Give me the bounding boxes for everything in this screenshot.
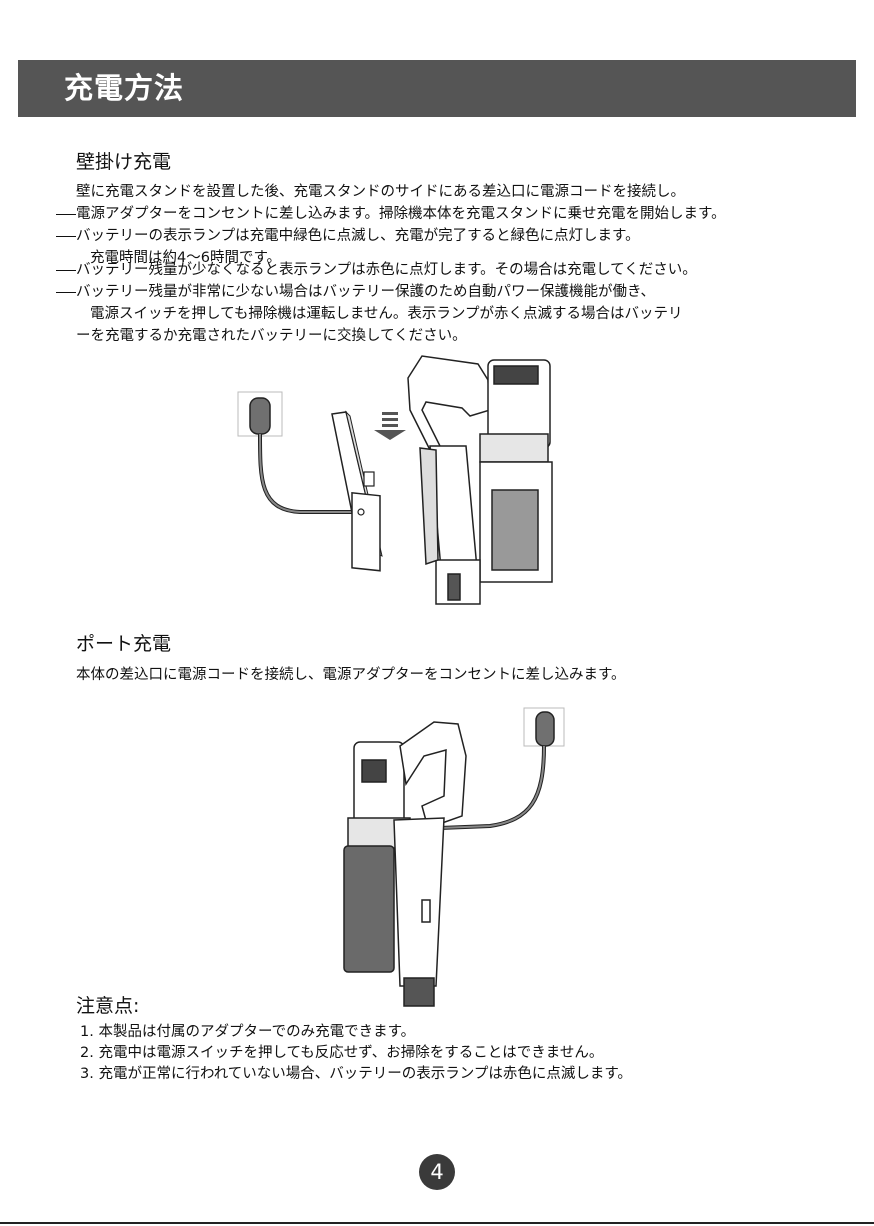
down-arrow-icon: [374, 412, 406, 440]
plug-icon: [249, 397, 271, 435]
wall-line-6: バッテリー残量が非常に少ない場合はバッテリー保護のため自動パワー保護機能が働き、: [76, 284, 655, 300]
bottom-divider: [0, 1222, 874, 1224]
port-charging-heading: ポート充電: [76, 633, 172, 655]
wall-mount-illustration: [237, 355, 553, 605]
wall-line-3: バッテリーの表示ランプは充電中緑色に点滅し、充電が完了すると緑色に点灯します。: [76, 228, 640, 244]
note-item-2: 2. 充電中は電源スイッチを押しても反応せず、お掃除をすることはできません。: [80, 1045, 604, 1061]
note-item-1: 1. 本製品は付属のアダプターでのみ充電できます。: [80, 1024, 416, 1040]
bullet-dash: [56, 236, 76, 237]
wall-charging-heading: 壁掛け充電: [76, 151, 172, 173]
wall-line-4: 充電時間は約4～6時間です。: [90, 250, 281, 266]
page-number: 4: [419, 1154, 455, 1190]
wall-line-5: バッテリー残量が少なくなると表示ランプは赤色に点灯します。その場合は充電してくだ…: [76, 262, 697, 278]
notes-heading: 注意点:: [76, 995, 140, 1017]
section-header-bar: 充電方法: [18, 60, 856, 117]
vacuum-cleaner-icon: [343, 721, 467, 1007]
wall-line-1: 壁に充電スタンドを設置した後、充電スタンドのサイドにある差込口に電源コードを接続…: [76, 184, 685, 200]
section-title: 充電方法: [64, 71, 185, 105]
wall-line-2: 電源アダプターをコンセントに差し込みます。掃除機本体を充電スタンドに乗せ充電を開…: [76, 206, 726, 222]
vacuum-cleaner-icon: [407, 355, 553, 605]
wall-line-7: 電源スイッチを押しても掃除機は運転しません。表示ランプが赤く点滅する場合はバッテ…: [90, 306, 683, 322]
bullet-dash: [56, 270, 76, 271]
port-line: 本体の差込口に電源コードを接続し、電源アダプターをコンセントに差し込みます。: [76, 667, 626, 683]
plug-icon: [535, 711, 555, 747]
note-item-3: 3. 充電が正常に行われていない場合、バッテリーの表示ランプは赤色に点滅します。: [80, 1066, 632, 1082]
bullet-dash: [56, 292, 76, 293]
port-charging-illustration: [343, 707, 565, 1007]
bullet-dash: [56, 214, 76, 215]
wall-line-8: ーを充電するか充電されたバッテリーに交換してください。: [76, 328, 467, 344]
